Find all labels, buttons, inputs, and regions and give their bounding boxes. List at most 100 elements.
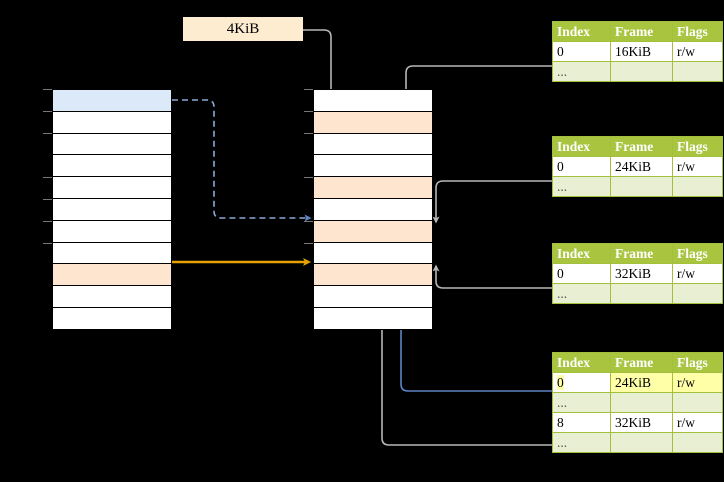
table-cell-flags: r/w: [672, 156, 723, 177]
table-row[interactable]: ...: [552, 392, 723, 413]
physical-memory-table: [313, 89, 433, 330]
table-cell-frame: 32KiB: [610, 263, 673, 284]
table-row[interactable]: ...: [552, 61, 723, 82]
physical-memory-table-row: [314, 242, 432, 265]
table-row[interactable]: ...: [552, 176, 723, 197]
table-cell-flags: [672, 176, 723, 197]
table-cell-index: ...: [552, 61, 611, 82]
table-cell-index: ...: [552, 392, 611, 413]
virtual-address-table: [52, 89, 172, 330]
column-header-flags: Flags: [672, 136, 723, 157]
ruler-tick: [304, 221, 313, 223]
column-header-flags: Flags: [672, 21, 723, 42]
page-size-label: 4KiB: [183, 17, 303, 41]
physical-memory-table-row: [314, 264, 432, 287]
virtual-address-table-row: [53, 242, 171, 265]
ruler-tick: [43, 243, 52, 245]
table-cell-flags: [672, 392, 723, 413]
table-cell-flags: r/w: [672, 372, 723, 393]
table-cell-flags: r/w: [672, 263, 723, 284]
column-header-index: Index: [552, 243, 611, 264]
ruler-tick: [304, 177, 313, 179]
physical-memory-table-row: [314, 307, 432, 330]
column-header-frame: Frame: [610, 21, 673, 42]
blue-dashed-arrow: [172, 99, 312, 222]
column-header-flags: Flags: [672, 352, 723, 373]
ruler-tick: [304, 243, 313, 245]
table-cell-index: 8: [552, 412, 611, 433]
ruler-tick: [43, 177, 52, 179]
physical-memory-table-row: [314, 198, 432, 221]
virtual-address-table-row: [53, 286, 171, 308]
physical-memory-table-row: [314, 155, 432, 178]
table-cell-flags: [672, 432, 723, 453]
table-cell-index: 0: [552, 156, 611, 177]
virtual-address-table-row: [53, 220, 171, 243]
column-header-frame: Frame: [610, 352, 673, 373]
table-cell-index: ...: [552, 432, 611, 453]
table-cell-frame: [610, 432, 673, 453]
table-row[interactable]: ...: [552, 283, 723, 304]
physical-memory-table-row: [314, 177, 432, 199]
table-cell-flags: [672, 61, 723, 82]
column-header-index: Index: [552, 352, 611, 373]
table-cell-index: 0: [552, 41, 611, 62]
table-cell-flags: r/w: [672, 412, 723, 433]
virtual-address-table-row: [53, 155, 171, 178]
ruler-tick: [304, 89, 313, 91]
physical-memory-table-row: [314, 133, 432, 156]
table-cell-frame: 16KiB: [610, 41, 673, 62]
virtual-address-table-row: [53, 198, 171, 221]
physical-memory-table-row: [314, 220, 432, 243]
table-cell-flags: r/w: [672, 41, 723, 62]
table-cell-index: ...: [552, 283, 611, 304]
ruler-tick: [43, 221, 52, 223]
physical-memory-table-row: [314, 111, 432, 134]
ruler-tick: [304, 133, 313, 135]
physical-memory-table-row: [314, 286, 432, 308]
table-cell-index: 0: [552, 372, 611, 393]
table-cell-frame: [610, 392, 673, 413]
virtual-address-table-row: [53, 111, 171, 134]
ruler-tick: [43, 111, 52, 113]
table-cell-frame: 24KiB: [610, 372, 673, 393]
table-cell-index: ...: [552, 176, 611, 197]
physical-memory-table-row: [314, 90, 432, 112]
table-cell-frame: [610, 176, 673, 197]
ruler-tick: [43, 199, 52, 201]
table-cell-flags: [672, 283, 723, 304]
table-cell-index: 0: [552, 263, 611, 284]
virtual-address-table-row: [53, 264, 171, 287]
virtual-address-table-row: [53, 177, 171, 199]
table-cell-frame: 24KiB: [610, 156, 673, 177]
virtual-address-table-row: [53, 133, 171, 156]
pt2-to-middle-arrow: [432, 180, 552, 224]
ruler-tick: [43, 89, 52, 91]
column-header-flags: Flags: [672, 243, 723, 264]
column-header-frame: Frame: [610, 243, 673, 264]
column-header-index: Index: [552, 21, 611, 42]
table-row[interactable]: ...: [552, 432, 723, 453]
pt3-to-middle-arrow: [432, 264, 552, 289]
ruler-tick: [304, 111, 313, 113]
table-cell-frame: [610, 61, 673, 82]
virtual-address-table-row: [53, 90, 171, 112]
column-header-frame: Frame: [610, 136, 673, 157]
table-cell-frame: 32KiB: [610, 412, 673, 433]
highlighted-value: 0: [557, 374, 564, 390]
virtual-address-table-row: [53, 307, 171, 330]
